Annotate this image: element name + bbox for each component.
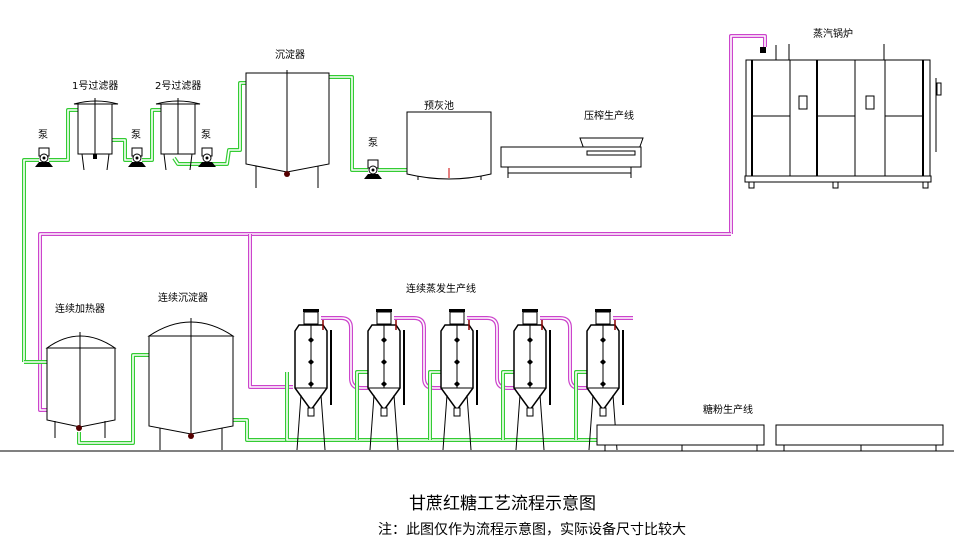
press-line [500,137,644,178]
vapor-pipe [467,316,514,390]
syrup-pipe [574,370,587,440]
steam-pipe-segment [248,234,293,389]
material-pipe-segment [49,108,78,162]
evaporation-line-label: 连续蒸发生产线 [406,282,476,295]
diagram-title: 甘蔗红糖工艺流程示意图 [409,494,596,514]
vapor-pipe [321,316,368,390]
vapor-pipe [540,316,587,390]
filter-1 [73,98,119,171]
steam-pipe-segment [729,34,767,234]
pre-lime-tank-label: 预灰池 [424,99,454,112]
pump-1 [35,147,53,167]
syrup-pipe [501,370,514,440]
continuous-heater-label: 连续加热器 [55,302,105,315]
filter-2 [155,98,201,171]
material-pipe-segment [329,75,368,172]
filter-1-label: 1号过滤器 [72,79,118,92]
pre-lime-tank [406,111,492,180]
steam-pipe-network [38,34,767,412]
continuous-settler [147,318,235,450]
material-pipe-segment [212,81,246,166]
diagram-note: 注：此图仅作为流程示意图，实际设备尺寸比较大 [378,521,686,538]
vapor-pipe [394,316,441,390]
material-pipe-segment [233,418,287,442]
material-pipe-segment [172,156,202,166]
settler [245,70,330,188]
evaporator-5 [586,309,633,451]
material-pipe-segment [285,372,598,442]
material-pipe-segment [112,138,132,162]
syrup-pipe [428,370,441,440]
pump-3 [198,147,216,167]
steam-pipe-segment [38,232,731,412]
evaporator-1 [294,309,368,451]
steam-boiler [744,44,942,189]
evaporator-group [294,309,633,451]
syrup-pipe [355,370,368,440]
material-pipe-segment [22,158,39,362]
filter-2-label: 2号过滤器 [155,79,201,92]
pump-2-label: 泵 [131,129,141,141]
continuous-settler-label: 连续沉淀器 [158,291,208,304]
evaporator-4 [513,309,587,451]
evaporator-2 [367,309,441,451]
pump-4 [364,159,382,179]
evaporator-3 [440,309,514,451]
pump-4-label: 泵 [368,137,378,149]
press-line-label: 压榨生产线 [584,109,634,122]
pump-3-label: 泵 [201,129,211,141]
sugar-powder-line-label: 糖粉生产线 [703,403,753,416]
sugar-powder-line [596,424,944,451]
material-pipe-segment [77,353,149,445]
settler-label: 沉淀器 [275,48,305,61]
pump-2 [128,147,146,167]
material-pipe-network [22,75,598,445]
material-pipe-segment [142,108,161,162]
pump-1-label: 泵 [38,129,48,141]
steam-boiler-label: 蒸汽锅炉 [813,27,853,40]
continuous-heater [45,332,117,438]
